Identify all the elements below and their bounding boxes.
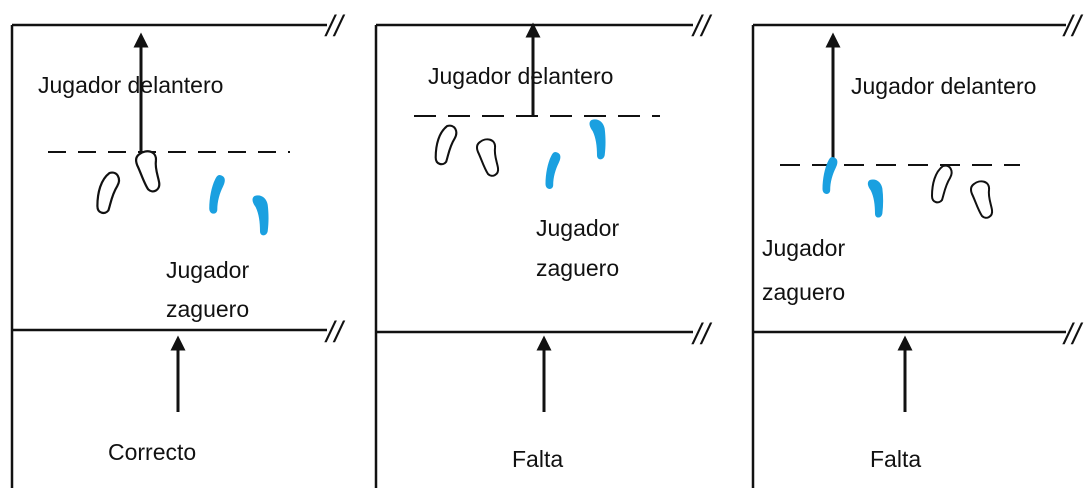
break-mark-net: // — [691, 318, 712, 351]
court-lines — [751, 23, 1066, 488]
front-player-label: Jugador delantero — [38, 72, 223, 98]
front-foot-left — [931, 164, 953, 204]
front-foot-left — [434, 124, 458, 166]
back-player-label-line1: Jugador — [166, 257, 249, 283]
back-player-label-line1: Jugador — [536, 215, 619, 241]
front-foot-left — [96, 171, 121, 215]
break-mark-top: // — [691, 10, 712, 43]
back-player-label-line1: Jugador — [762, 235, 845, 261]
panel-falta-2: // // Jugador delantero Jugador zaguero … — [751, 10, 1083, 488]
front-foot-right — [134, 150, 161, 193]
back-foot-right — [252, 195, 269, 236]
back-player-label-line2: zaguero — [536, 255, 619, 281]
break-mark-net: // — [324, 316, 345, 349]
back-foot-right — [867, 179, 884, 218]
back-foot-left — [822, 157, 838, 194]
panel-falta-1: // // Jugador delantero Jugador zaguero … — [374, 10, 712, 488]
court-lines — [10, 23, 327, 488]
verdict-label: Falta — [512, 446, 563, 472]
front-player-label: Jugador delantero — [428, 63, 613, 89]
break-mark-net: // — [1062, 318, 1083, 351]
break-mark-top: // — [324, 10, 345, 43]
front-foot-right — [475, 138, 500, 177]
verdict-label: Correcto — [108, 439, 196, 465]
back-player-label-line2: zaguero — [166, 296, 249, 322]
front-foot-right — [969, 180, 994, 219]
back-foot-left — [545, 152, 561, 189]
panel-correcto: // // Jugador delantero Jugador zaguero … — [10, 10, 345, 488]
front-player-label: Jugador delantero — [851, 73, 1036, 99]
break-mark-top: // — [1062, 10, 1083, 43]
back-foot-left — [209, 175, 225, 214]
back-player-label-line2: zaguero — [762, 279, 845, 305]
verdict-label: Falta — [870, 446, 921, 472]
back-foot-right — [589, 119, 606, 160]
